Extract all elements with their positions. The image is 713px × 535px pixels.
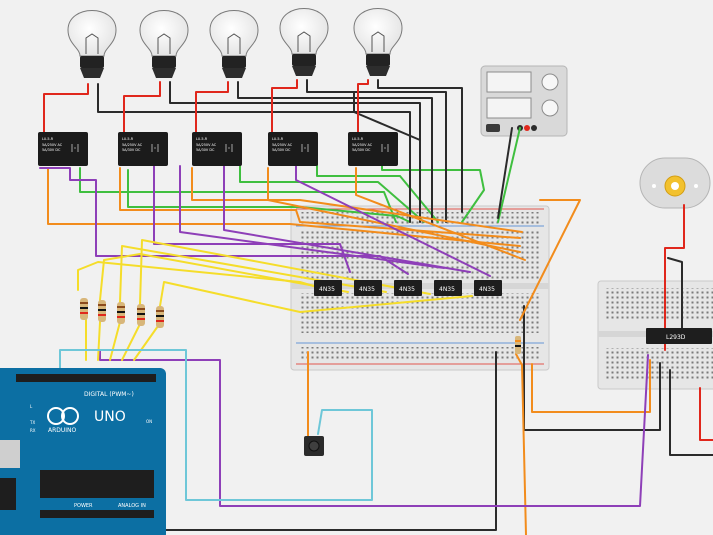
- optocoupler-label: 4N35: [479, 286, 495, 293]
- arduino-brand: ARDUINO: [48, 427, 77, 434]
- bulb-2: [139, 10, 189, 78]
- optocoupler-label: 4N35: [359, 286, 375, 293]
- relay-rating-dc: 5A/30V DC: [42, 148, 61, 152]
- optocoupler-3: 4N35: [394, 280, 422, 296]
- bulb-4: [279, 8, 329, 76]
- resistor-4: [137, 304, 145, 326]
- bulb-5: [353, 8, 403, 76]
- relay-model: LU-5-R: [272, 137, 284, 141]
- dc-motor: [639, 157, 711, 209]
- relay-rating-dc: 5A/30V DC: [272, 148, 291, 152]
- relay-model: LU-5-R: [352, 137, 364, 141]
- arduino-l-label: L: [30, 404, 33, 409]
- motor-driver-label: L293D: [666, 334, 686, 341]
- push-button: [304, 436, 324, 456]
- resistors: [80, 298, 521, 354]
- resistor-3: [117, 302, 125, 324]
- relay-rating-dc: 5A/30V DC: [122, 148, 141, 152]
- relay-rating-dc: 5A/30V DC: [196, 148, 215, 152]
- relay-rating-dc: 5A/30V DC: [352, 148, 371, 152]
- arduino-on-label: ON: [146, 419, 152, 424]
- relay-rating-ac: 5A/250V AC: [42, 143, 63, 147]
- optocouplers: 4N35 4N35 4N35 4N35 4N35: [314, 280, 502, 296]
- relay-model: LU-5-R: [122, 137, 134, 141]
- relay-model: LU-5-R: [42, 137, 54, 141]
- bulb-1: [67, 10, 117, 78]
- resistor-2: [98, 300, 106, 322]
- resistor-1: [80, 298, 88, 320]
- optocoupler-1: 4N35: [314, 280, 342, 296]
- bulbs: [67, 8, 403, 78]
- arduino-uno: DIGITAL (PWM~) ARDUINO UNO ON TX RX L PO…: [0, 368, 166, 535]
- resistor-6: [515, 336, 521, 354]
- relay-rating-ac: 5A/250V AC: [196, 143, 217, 147]
- optocoupler-label: 4N35: [399, 286, 415, 293]
- bulb-3: [209, 10, 259, 78]
- relay-2: LU-5-R 5A/250V AC 5A/30V DC: [118, 132, 168, 166]
- relay-model: LU-5-R: [196, 137, 208, 141]
- optocoupler-5: 4N35: [474, 280, 502, 296]
- relays: LU-5-R 5A/250V AC 5A/30V DC LU-5-R 5A/25…: [38, 132, 398, 166]
- relay-5: LU-5-R 5A/250V AC 5A/30V DC: [348, 132, 398, 166]
- arduino-model: UNO: [94, 409, 126, 425]
- relay-rating-ac: 5A/250V AC: [352, 143, 373, 147]
- arduino-tx-label: TX: [29, 420, 35, 425]
- arduino-rx-label: RX: [30, 428, 36, 433]
- optocoupler-label: 4N35: [439, 286, 455, 293]
- optocoupler-2: 4N35: [354, 280, 382, 296]
- arduino-digital-label: DIGITAL (PWM~): [84, 391, 134, 398]
- power-supply: [480, 65, 568, 137]
- motor-driver-chip: L293D: [646, 328, 712, 344]
- optocoupler-label: 4N35: [319, 286, 335, 293]
- optocoupler-4: 4N35: [434, 280, 462, 296]
- relay-rating-ac: 5A/250V AC: [122, 143, 143, 147]
- arduino-analog-label: ANALOG IN: [118, 503, 146, 509]
- resistor-5: [156, 306, 164, 328]
- relay-rating-ac: 5A/250V AC: [272, 143, 293, 147]
- relay-1: LU-5-R 5A/250V AC 5A/30V DC: [38, 132, 88, 166]
- arduino-power-label: POWER: [74, 503, 93, 509]
- relay-3: LU-5-R 5A/250V AC 5A/30V DC: [192, 132, 242, 166]
- relay-4: LU-5-R 5A/250V AC 5A/30V DC: [268, 132, 318, 166]
- wires: [0, 79, 713, 535]
